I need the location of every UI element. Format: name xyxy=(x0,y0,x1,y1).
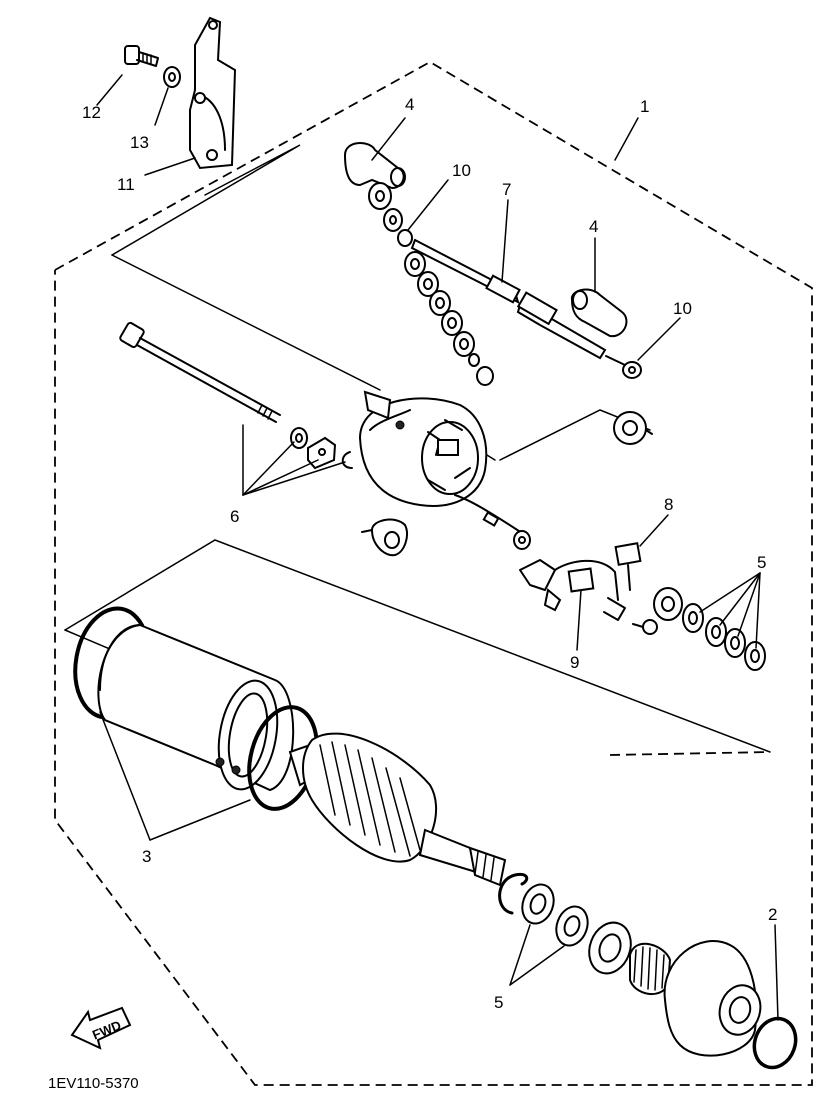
brush-plate-pin xyxy=(361,518,408,557)
through-bolt xyxy=(119,321,281,423)
callout-3: 3 xyxy=(142,847,151,866)
callout-13: 13 xyxy=(130,133,149,152)
bracket-bolt xyxy=(124,45,159,67)
through-bolt-washer xyxy=(290,427,308,449)
callout-9: 9 xyxy=(570,653,579,672)
front-cover xyxy=(663,940,762,1057)
callout-10-upper: 10 xyxy=(452,161,471,180)
through-bolt-plate xyxy=(307,436,337,470)
drawing-code: 1EV110-5370 xyxy=(48,1075,139,1092)
fwd-arrow-icon: FWD xyxy=(70,1006,132,1050)
callout-11: 11 xyxy=(117,175,135,194)
rear-cover xyxy=(358,390,488,507)
callout-8: 8 xyxy=(664,495,673,514)
through-bolt-clip xyxy=(341,451,353,469)
rear-bearing-top xyxy=(613,411,653,445)
terminal-boot-lower xyxy=(570,288,628,338)
screw-small xyxy=(632,619,658,635)
terminal-boot-upper xyxy=(343,142,406,190)
terminal-nut-lower xyxy=(605,355,642,379)
callout-4-lower: 4 xyxy=(589,217,598,236)
callout-2: 2 xyxy=(768,905,777,924)
callout-4-upper: 4 xyxy=(405,95,414,114)
callout-12: 12 xyxy=(82,103,101,122)
brush-lead xyxy=(454,494,531,550)
brush-holder xyxy=(614,542,642,591)
insulator-stack xyxy=(368,182,494,386)
rear-bushing xyxy=(653,587,683,621)
callout-5-rear: 5 xyxy=(757,553,766,572)
front-oil-seal xyxy=(588,921,632,975)
brush-assembly xyxy=(519,559,626,621)
callout-7: 7 xyxy=(502,180,511,199)
armature xyxy=(288,732,507,887)
front-washer-2 xyxy=(555,905,589,947)
terminal-bolt xyxy=(410,238,607,360)
callout-10-lower: 10 xyxy=(673,299,692,318)
callout-1: 1 xyxy=(640,97,649,116)
assembly-boundary xyxy=(54,60,813,1086)
yoke-housing xyxy=(97,623,295,792)
front-o-ring xyxy=(752,1016,798,1070)
shim-washers-rear xyxy=(682,603,766,671)
mounting-bracket xyxy=(189,16,237,170)
front-washer-1 xyxy=(521,883,555,925)
leader-lines xyxy=(96,74,779,1021)
callouts: 1 2 3 4 4 5 5 6 7 8 9 10 10 11 12 13 xyxy=(82,95,777,1012)
bracket-washer xyxy=(163,66,181,88)
callout-5-front: 5 xyxy=(494,993,503,1012)
front-circlip xyxy=(498,872,529,915)
callout-6: 6 xyxy=(230,507,239,526)
